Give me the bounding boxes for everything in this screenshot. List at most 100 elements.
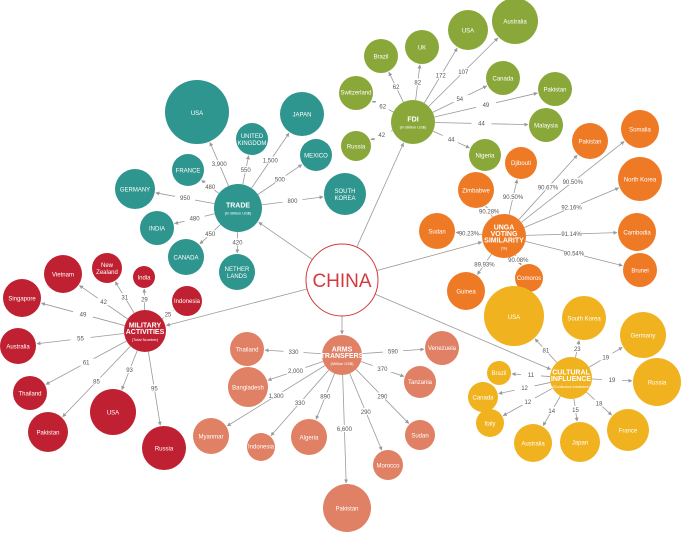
- trade-country-node[interactable]: [140, 211, 174, 245]
- edge-label-bg: [441, 135, 462, 143]
- edge-label-bg: [503, 193, 524, 201]
- military-country-node[interactable]: [0, 328, 36, 364]
- unga-country-label: Cambodia: [623, 230, 651, 236]
- trade-country-node[interactable]: [168, 239, 204, 275]
- arms-country-node[interactable]: [230, 332, 264, 366]
- fdi-country-node[interactable]: [364, 39, 398, 73]
- unga-country-node[interactable]: [618, 213, 656, 251]
- fdi-country-node[interactable]: [486, 61, 520, 95]
- unga-country-node[interactable]: [621, 110, 659, 148]
- trade-country-node[interactable]: [236, 123, 268, 155]
- edge-label-bg: [175, 194, 196, 202]
- edge-label-bg: [144, 384, 165, 392]
- edge-value-label: 55: [77, 337, 84, 343]
- military-country-node[interactable]: [142, 426, 186, 470]
- cultural-country-node[interactable]: [560, 422, 600, 462]
- arms-country-node[interactable]: [291, 419, 327, 455]
- edge-value-label: 19: [609, 378, 616, 384]
- cultural-country-node[interactable]: [487, 361, 511, 385]
- arms-country-node[interactable]: [373, 450, 403, 480]
- unga-hub-node[interactable]: [482, 214, 526, 258]
- edge-label-bg: [200, 230, 221, 238]
- cultural-country-node[interactable]: [562, 296, 606, 340]
- edge-value-label: 18: [596, 402, 603, 408]
- trade-country-node[interactable]: [300, 139, 332, 171]
- military-hub-node[interactable]: [124, 310, 166, 352]
- edge-value-label: 62: [393, 85, 400, 91]
- unga-country-node[interactable]: [623, 253, 657, 287]
- arms-country-node[interactable]: [425, 331, 459, 365]
- fdi-country-node[interactable]: [341, 131, 371, 161]
- trade-country-node[interactable]: [172, 154, 204, 186]
- military-country-node[interactable]: [3, 279, 41, 317]
- unga-country-node[interactable]: [515, 264, 543, 292]
- military-country-node[interactable]: [13, 376, 47, 410]
- edge-value-label: 480: [190, 217, 201, 223]
- cultural-country-node[interactable]: [633, 358, 681, 406]
- cultural-country-label: Australia: [521, 441, 545, 447]
- fdi-country-node[interactable]: [339, 76, 373, 110]
- trade-country-node[interactable]: [280, 92, 324, 136]
- china-center-node[interactable]: [305, 243, 379, 317]
- fdi-country-node[interactable]: [469, 139, 501, 171]
- unga-country-node[interactable]: [458, 172, 494, 208]
- edge-label-bg: [372, 102, 393, 110]
- trade-country-node[interactable]: [219, 254, 255, 290]
- edge-label-bg: [266, 391, 287, 399]
- trade-country-node[interactable]: [165, 80, 229, 144]
- fdi-hub-node[interactable]: [391, 100, 435, 144]
- unga-country-node[interactable]: [572, 123, 608, 159]
- military-country-node[interactable]: [172, 286, 202, 316]
- military-country-node[interactable]: [92, 253, 122, 283]
- edge-value-label: 19: [602, 355, 609, 361]
- unga-hub-title: VOTING: [491, 231, 518, 238]
- arms-country-node[interactable]: [405, 420, 435, 450]
- edge-value-label: 90.50%: [563, 180, 584, 186]
- trade-country-node[interactable]: [324, 173, 366, 215]
- trade-hub-node[interactable]: [214, 184, 262, 232]
- arms-country-node[interactable]: [323, 484, 371, 532]
- unga-country-node[interactable]: [419, 213, 455, 249]
- edge-value-label: 42: [100, 300, 107, 306]
- arms-country-node[interactable]: [228, 367, 268, 407]
- cultural-country-node[interactable]: [620, 312, 666, 358]
- arms-country-node[interactable]: [193, 418, 229, 454]
- arms-hub-node[interactable]: [322, 335, 362, 375]
- unga-country-node[interactable]: [447, 272, 485, 310]
- cultural-country-node[interactable]: [476, 409, 504, 437]
- edge-label-bg: [371, 131, 392, 139]
- edge-label-bg: [471, 119, 492, 127]
- cultural-country-node[interactable]: [484, 286, 544, 346]
- cultural-hub-node[interactable]: [550, 357, 592, 399]
- cultural-country-node[interactable]: [468, 382, 498, 412]
- unga-country-node[interactable]: [618, 157, 662, 201]
- military-country-node[interactable]: [133, 266, 155, 288]
- arms-country-node[interactable]: [247, 433, 275, 461]
- fdi-country-node[interactable]: [538, 72, 572, 106]
- arms-country-node[interactable]: [404, 366, 436, 398]
- edge-label-bg: [372, 392, 393, 400]
- fdi-country-label: Pakistan: [543, 87, 566, 93]
- military-country-node[interactable]: [44, 255, 82, 293]
- edge-value-label: 950: [180, 196, 191, 202]
- unga-country-node[interactable]: [505, 147, 537, 179]
- edge-label-bg: [382, 347, 403, 355]
- military-country-node[interactable]: [90, 389, 136, 435]
- fdi-country-node[interactable]: [405, 30, 439, 64]
- trade-country-node[interactable]: [115, 169, 155, 209]
- edge-value-label: 12: [525, 400, 532, 406]
- edge-label-bg: [334, 425, 355, 433]
- fdi-country-node[interactable]: [529, 108, 563, 142]
- arms-country-label: Thailand: [235, 347, 258, 353]
- edge-label-bg: [209, 160, 230, 168]
- trade-country-label: KOREA: [334, 196, 355, 202]
- fdi-country-node[interactable]: [448, 10, 488, 50]
- cultural-country-node[interactable]: [514, 424, 552, 462]
- arms-country-label: Myanmar: [198, 434, 223, 440]
- edge-label-bg: [315, 392, 336, 400]
- arms-country-label: Pakistan: [335, 506, 358, 512]
- cultural-country-node[interactable]: [607, 409, 649, 451]
- fdi-country-node[interactable]: [492, 0, 538, 44]
- military-country-label: Zealand: [96, 270, 118, 276]
- military-country-node[interactable]: [28, 412, 68, 452]
